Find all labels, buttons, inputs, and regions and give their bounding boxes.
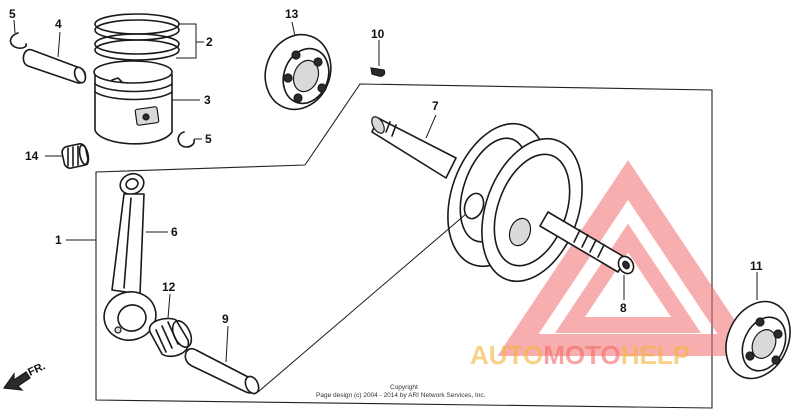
needle-bearing-small[interactable]: [61, 143, 90, 170]
needle-bearing-big-end[interactable]: [148, 317, 196, 358]
woodruff-key[interactable]: [370, 67, 386, 77]
piston[interactable]: [93, 60, 173, 145]
callout-7: 7: [432, 99, 439, 113]
callout-2: 2: [206, 35, 213, 49]
piston-pin-clip-left[interactable]: [9, 32, 27, 49]
callout-8: 8: [620, 301, 627, 315]
callout-5-top: 5: [9, 7, 16, 21]
callout-6: 6: [171, 225, 178, 239]
assembly-frame: [95, 83, 713, 409]
watermark-part-moto: MOTO: [543, 340, 621, 370]
callout-3: 3: [204, 93, 211, 107]
callout-13: 13: [285, 7, 299, 21]
callout-5-right: 5: [205, 132, 212, 146]
watermark-part-auto: AUTO: [470, 340, 543, 370]
watermark-part-help: HELP: [621, 340, 690, 370]
piston-pin[interactable]: [22, 48, 87, 85]
copyright-line1: Copyright: [390, 384, 418, 391]
callout-9: 9: [222, 312, 229, 326]
direction-label: FR.: [26, 360, 47, 378]
watermark-text: AUTOMOTOHELP: [470, 340, 690, 370]
crankshaft[interactable]: [369, 110, 636, 296]
copyright-line2: Page design (c) 2004 - 2014 by ARI Netwo…: [316, 392, 486, 399]
callout-4: 4: [55, 17, 62, 31]
callout-10: 10: [371, 27, 385, 41]
piston-rings[interactable]: [94, 13, 180, 61]
front-direction-arrow: [2, 371, 31, 391]
piston-pin-clip-right[interactable]: [177, 131, 195, 148]
callout-11: 11: [750, 259, 763, 273]
callout-14: 14: [25, 149, 39, 163]
connecting-rod[interactable]: [99, 170, 162, 345]
callout-1: 1: [55, 233, 62, 247]
crank-bearing-right[interactable]: [714, 291, 800, 389]
watermark-logo: [497, 160, 759, 356]
callout-12: 12: [162, 280, 176, 294]
crank-pin[interactable]: [184, 347, 261, 396]
crank-bearing-left[interactable]: [255, 25, 341, 118]
